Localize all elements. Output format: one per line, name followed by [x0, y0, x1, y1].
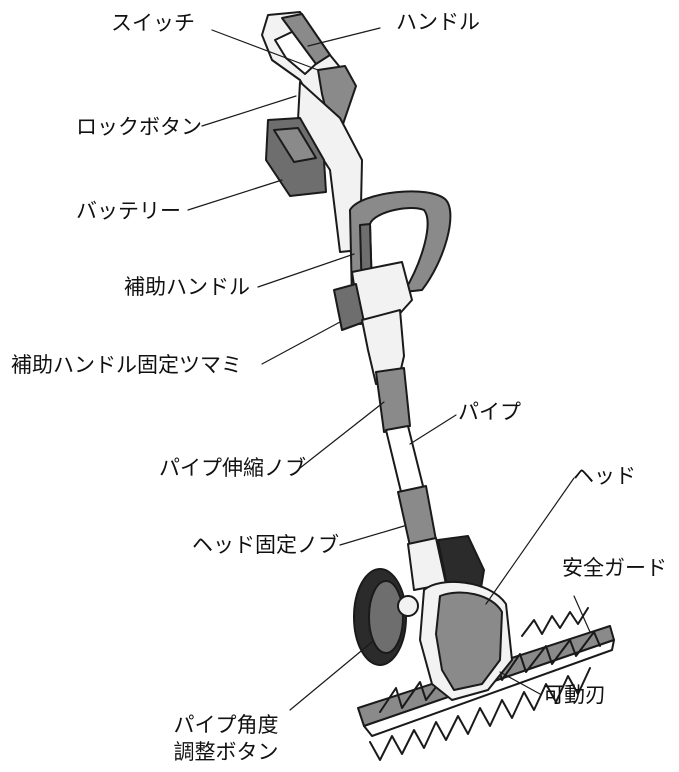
- label-pipe-angle-line2: 調整ボタン: [173, 740, 279, 764]
- pipe-extension-knob: [375, 367, 411, 433]
- label-handle: ハンドル: [396, 10, 480, 34]
- pipe: [385, 425, 425, 497]
- label-pipe: パイプ: [458, 400, 521, 424]
- label-lock-button: ロックボタン: [76, 115, 202, 139]
- label-switch: スイッチ: [111, 11, 195, 35]
- label-safety-guard: 安全ガード: [562, 556, 667, 580]
- handle-grip: [281, 13, 331, 65]
- front-wheel: [353, 568, 419, 666]
- label-head: ヘッド: [573, 464, 636, 488]
- label-head-fixing-knob: ヘッド固定ノブ: [192, 533, 339, 557]
- pipe-angle-button: [397, 595, 419, 617]
- label-aux-handle: 補助ハンドル: [124, 275, 250, 299]
- battery-pack: [265, 117, 327, 197]
- label-aux-handle-knob: 補助ハンドル固定ツマミ: [11, 353, 242, 377]
- head-cover: [435, 591, 503, 691]
- head-fixing-knob: [397, 485, 437, 547]
- leader-lines: [187, 27, 591, 711]
- label-pipe-angle-line1: パイプ角度: [173, 713, 279, 737]
- label-movable-blade: 可動刃: [543, 683, 606, 707]
- label-pipe-extension-knob: パイプ伸縮ノブ: [159, 456, 306, 480]
- label-battery: バッテリー: [76, 199, 181, 223]
